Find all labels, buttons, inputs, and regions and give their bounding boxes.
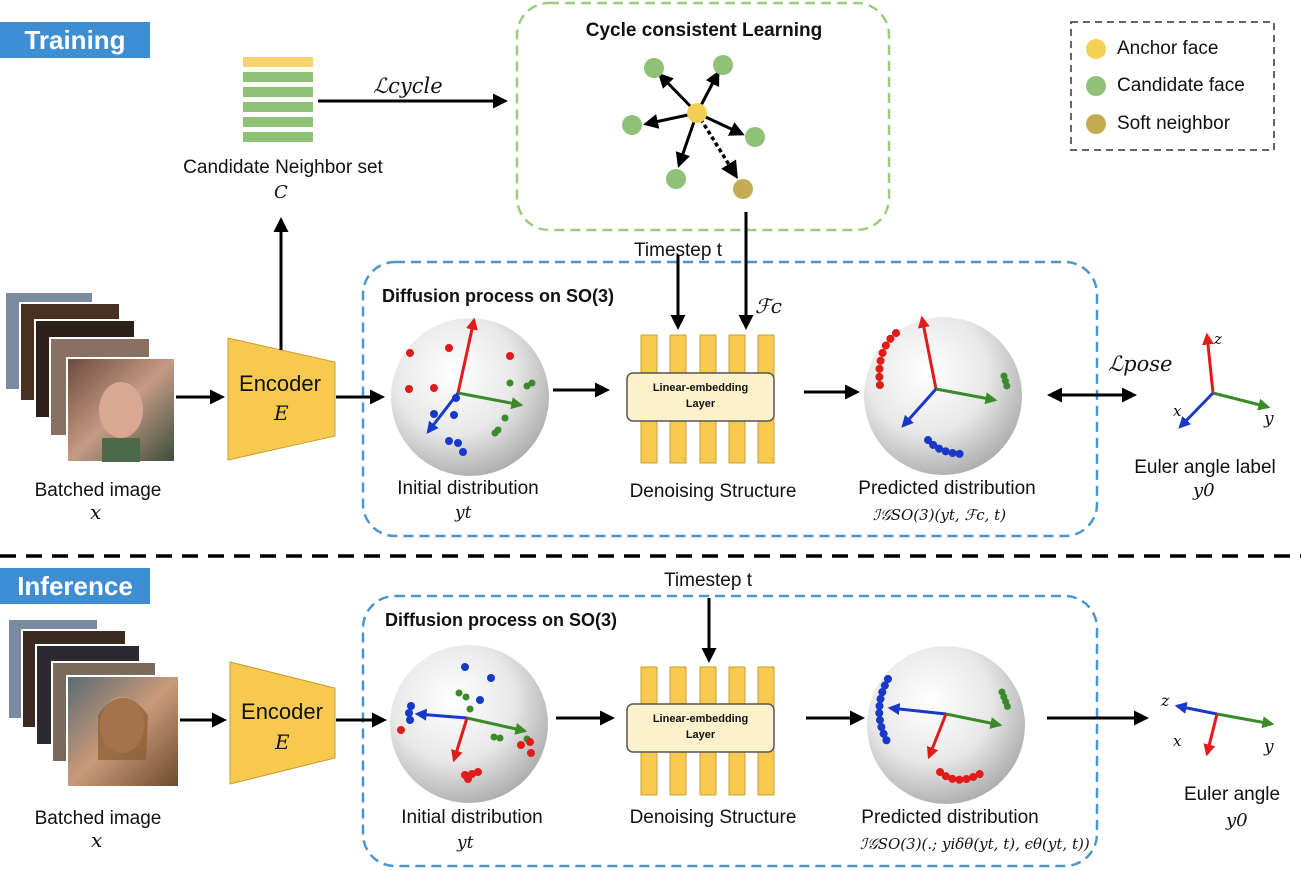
inference-euler-symbol: y0: [1226, 810, 1248, 831]
cycle-learning-title: Cycle consistent Learning: [585, 20, 823, 41]
candidate-swatch: [1086, 76, 1106, 96]
inference-predicted-sphere: [867, 646, 1025, 804]
legend-candidate-label: Candidate face: [1117, 75, 1245, 96]
cycle-graph: [622, 55, 765, 199]
training-predicted-label: Predicted distribution: [858, 478, 1036, 499]
training-euler-symbol: y0: [1193, 480, 1215, 501]
training-layer-line1: Linear-embedding: [652, 382, 749, 394]
inference-predicted-formula: ℐ𝒢SO(3)(.; yiδθ(yt, t), ϵθ(yt, t)): [860, 835, 1090, 853]
soft-swatch: [1086, 114, 1106, 134]
training-encoder-label: Encoder: [239, 371, 321, 396]
inference-encoder-symbol: E: [275, 730, 290, 754]
training-initial-symbol: yt: [455, 503, 472, 523]
inference-axis-y: y: [1264, 737, 1274, 757]
candidate-neighbor-stack: [243, 57, 313, 142]
inference-encoder-label: Encoder: [241, 699, 323, 724]
training-diffusion-title: Diffusion process on SO(3): [382, 286, 615, 306]
training-timestep-label: Timestep t: [634, 240, 722, 261]
training-axis-z: z: [1214, 330, 1222, 348]
training-initial-label: Initial distribution: [397, 478, 539, 499]
inference-initial-label: Initial distribution: [401, 807, 543, 828]
training-euler-axes: [1178, 332, 1271, 429]
inference-initial-sphere: [390, 645, 548, 803]
anchor-swatch: [1086, 39, 1106, 59]
training-layer-line2: Layer: [685, 398, 716, 410]
feature-symbol: ℱc: [755, 294, 782, 318]
cycle-loss-label: ℒcycle: [373, 74, 443, 98]
training-axis-x: x: [1173, 402, 1182, 420]
cycle-learning-box: [515, 1, 891, 232]
inference-batched-images: [7, 618, 180, 788]
training-denoising-label: Denoising Structure: [629, 481, 797, 502]
legend-soft-label: Soft neighbor: [1117, 113, 1231, 134]
inference-batched-label: Batched image: [34, 808, 162, 829]
training-batched-symbol: x: [90, 500, 102, 524]
training-predicted-formula: ℐ𝒢SO(3)(yt, ℱc, t): [873, 506, 1007, 524]
inference-encoder: [229, 661, 336, 785]
inference-denoising-label: Denoising Structure: [629, 807, 797, 828]
inference-initial-symbol: yt: [457, 833, 474, 853]
training-encoder-symbol: E: [274, 401, 289, 425]
candidate-set-symbol: C: [274, 182, 288, 203]
inference-batched-symbol: x: [91, 828, 103, 852]
training-initial-sphere: [391, 317, 549, 476]
inference-diffusion-title: Diffusion process on SO(3): [385, 610, 618, 630]
legend-box: [1070, 21, 1275, 151]
legend-anchor-label: Anchor face: [1117, 38, 1219, 59]
training-batched-images: [4, 291, 176, 463]
inference-diffusion-box: [361, 594, 1099, 868]
inference-timestep-label: Timestep t: [664, 570, 752, 591]
pose-loss-label: ℒpose: [1108, 352, 1173, 376]
training-batched-label: Batched image: [34, 480, 162, 501]
training-euler-label: Euler angle label: [1134, 457, 1276, 478]
training-denoising-structure: [626, 334, 775, 464]
inference-predicted-label: Predicted distribution: [861, 807, 1039, 828]
candidate-set-label: Candidate Neighbor set: [183, 157, 383, 178]
training-predicted-sphere: [864, 315, 1022, 475]
inference-banner: Inference: [0, 568, 150, 604]
inference-layer-line1: Linear-embedding: [652, 713, 749, 725]
training-axis-y: y: [1264, 409, 1274, 429]
inference-layer-line2: Layer: [685, 729, 716, 741]
inference-axis-z: z: [1161, 691, 1170, 710]
training-banner: Training: [0, 22, 150, 58]
inference-denoising-structure: [626, 666, 775, 796]
training-encoder: [227, 337, 336, 461]
inference-euler-label: Euler angle: [1183, 784, 1281, 805]
inference-euler-axes: [1174, 701, 1275, 757]
inference-axis-x: x: [1173, 732, 1182, 750]
